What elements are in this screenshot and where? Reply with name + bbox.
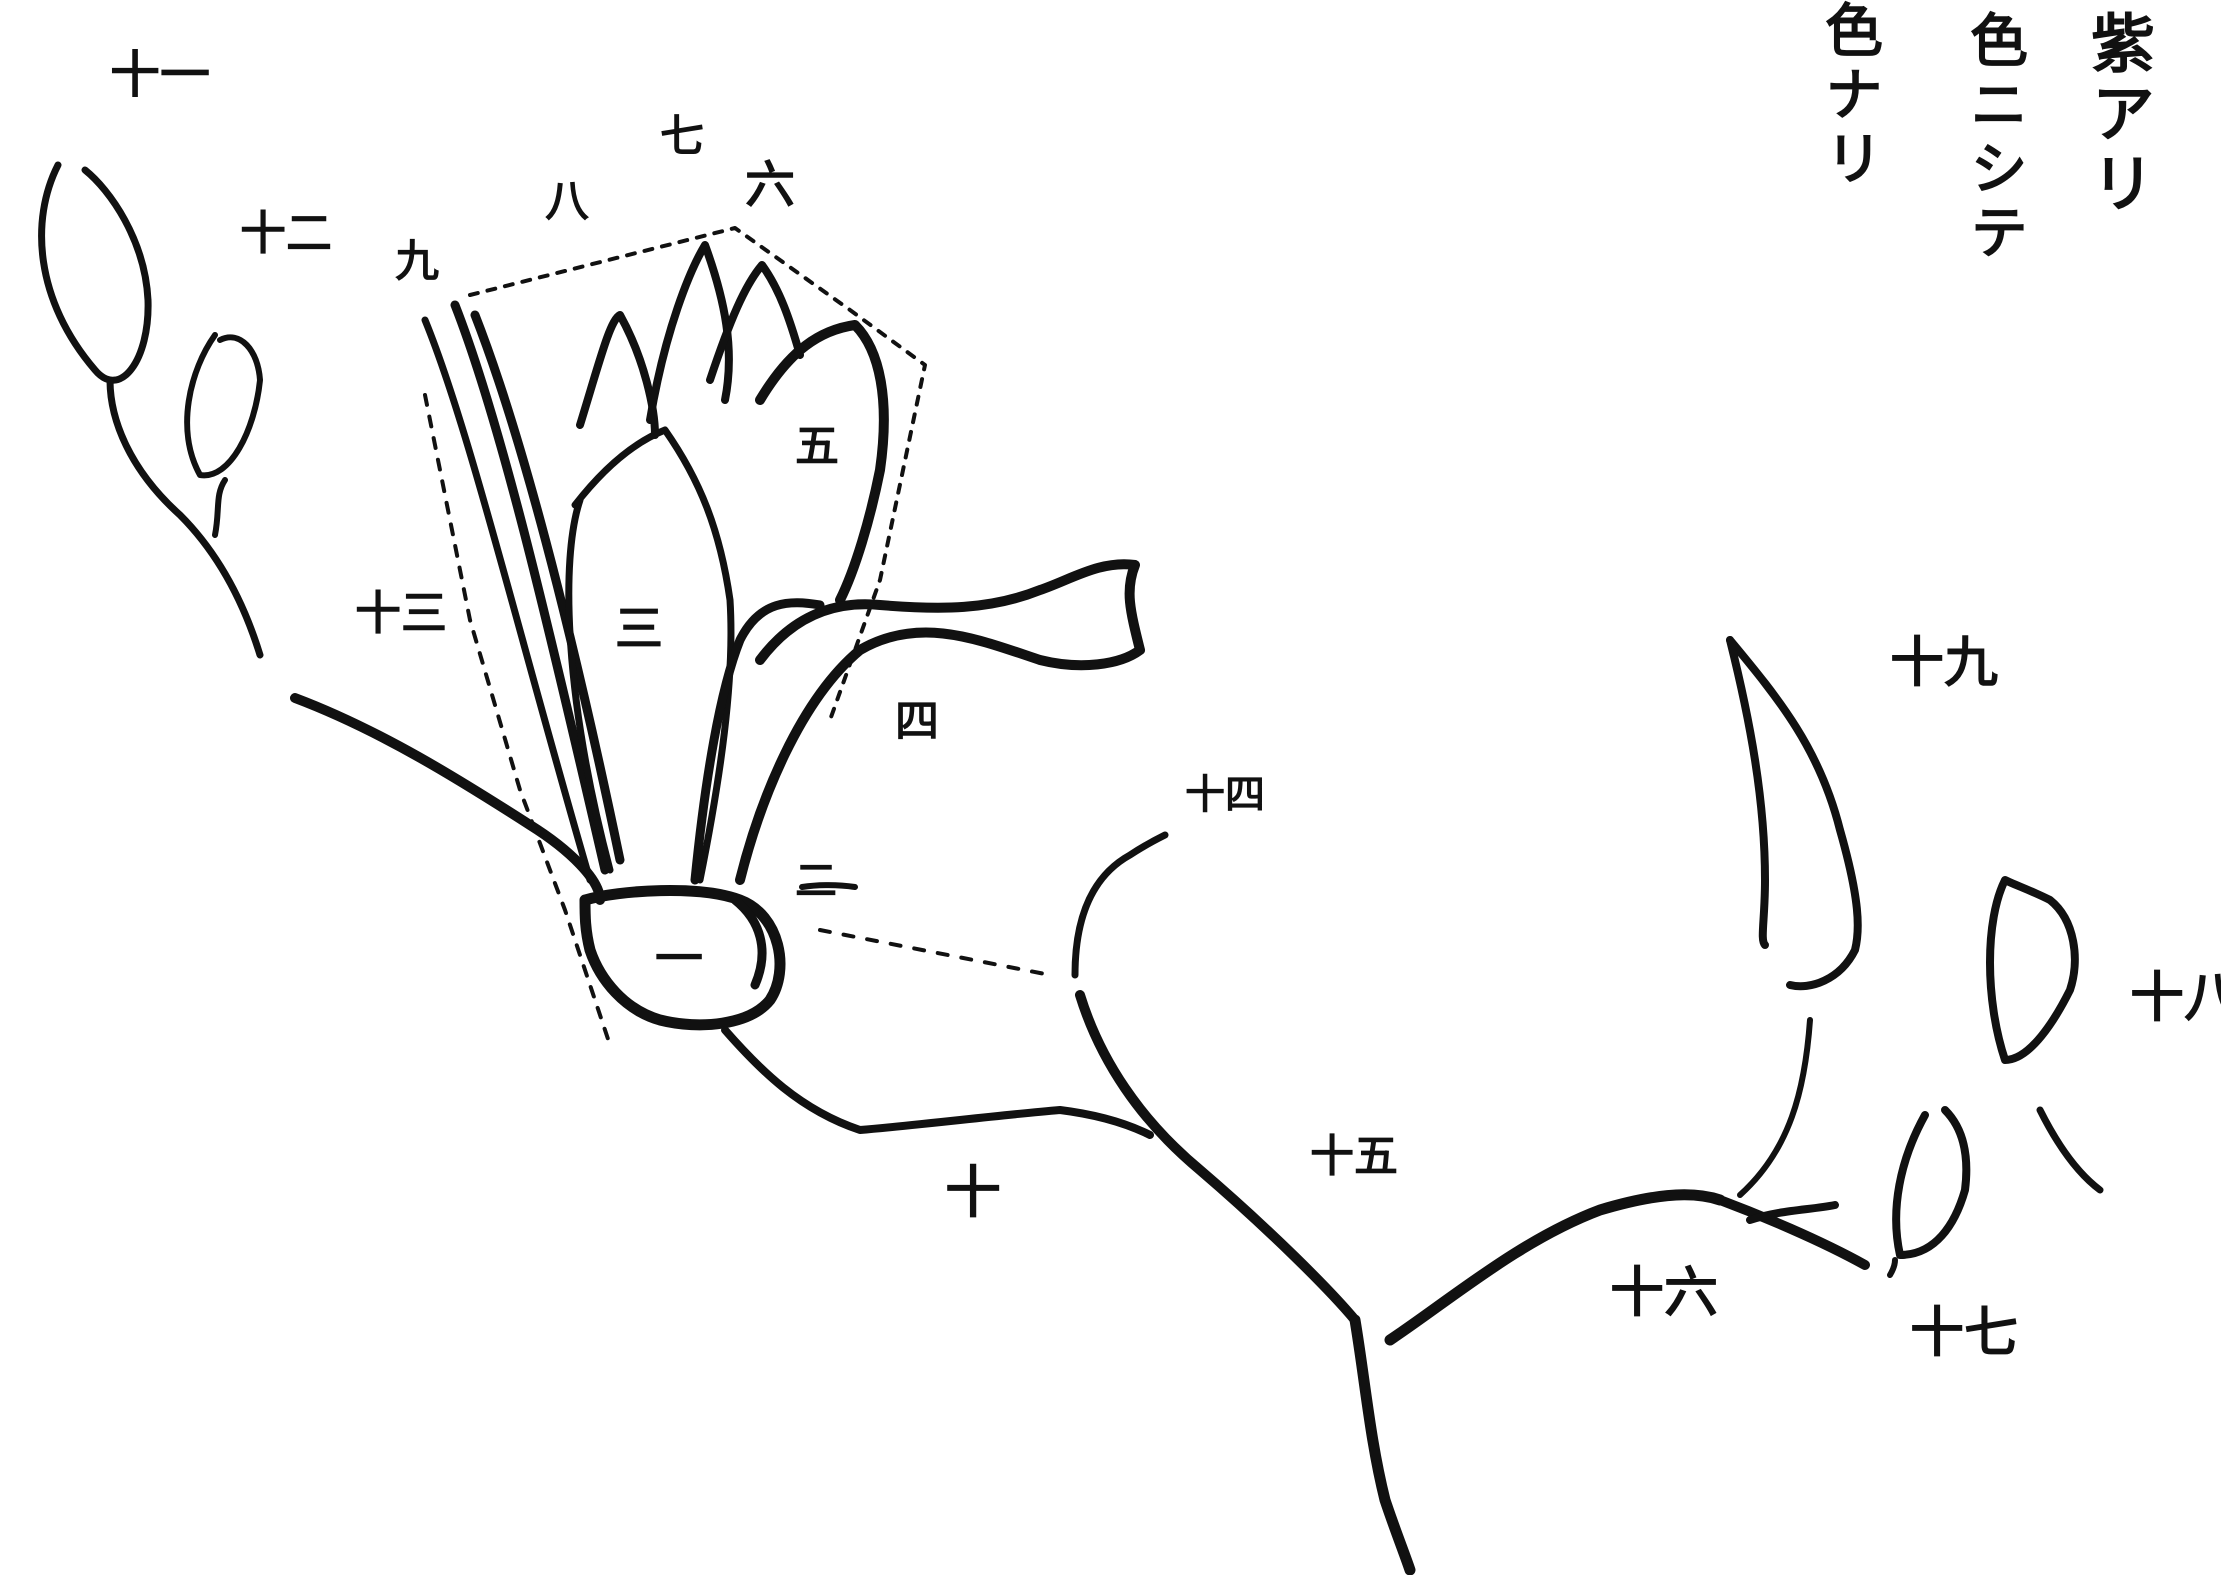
petal-9b [455, 305, 605, 870]
label-7: 七 [660, 115, 704, 159]
petal-inner-left [580, 315, 655, 435]
stamen-stalk [695, 603, 820, 880]
label-9: 九 [395, 240, 439, 284]
annotation-col-1: 紫アリ [2085, 10, 2149, 220]
label-17: 十七 [1910, 1305, 2018, 1359]
branch-15-lower [1355, 1320, 1410, 1570]
stem-14 [1075, 835, 1165, 975]
bud-11-outline [42, 165, 149, 380]
label-10: 十 [945, 1165, 1001, 1221]
annotation-col-2: 色ニシテ [1965, 10, 2023, 266]
label-14: 十四 [1185, 775, 1265, 815]
label-16: 十六 [1610, 1265, 1718, 1319]
label-5: 五 [795, 425, 839, 469]
label-15: 十五 [1310, 1135, 1398, 1179]
label-12: 十二 [240, 210, 332, 256]
branch-16-twig [1750, 1205, 1835, 1220]
bud-18-stem [2040, 1110, 2100, 1190]
bud-19-outline [1730, 640, 1858, 986]
bud-17-stem [1890, 1260, 1895, 1275]
branch-13 [295, 698, 600, 900]
label-3: 三 [615, 605, 663, 653]
peduncle-dotted [820, 930, 1050, 975]
label-13: 十三 [355, 590, 447, 636]
label-8: 八 [545, 180, 589, 224]
label-6: 六 [745, 160, 795, 210]
label-2: 二 [795, 860, 837, 902]
annotation-col-3: 色ナリ [1820, 0, 1878, 192]
label-4: 四 [895, 700, 939, 744]
petal-9c [475, 315, 620, 860]
label-18: 十八 [2130, 970, 2221, 1024]
label-1: 一 [655, 935, 703, 983]
label-11: 十一 [110, 50, 210, 100]
bud-12-outline [187, 335, 260, 475]
twig-left-branch [215, 480, 225, 535]
bud-17-outline [1896, 1110, 1966, 1255]
label-19: 十九 [1890, 635, 1998, 689]
petal-inner-mid [650, 245, 729, 420]
bud-19-inner [1730, 640, 1765, 945]
petal-4 [740, 564, 1140, 880]
bud-18-outline [1990, 880, 2075, 1060]
stem-10 [725, 1030, 1150, 1135]
bud-19-stem [1740, 1020, 1810, 1195]
